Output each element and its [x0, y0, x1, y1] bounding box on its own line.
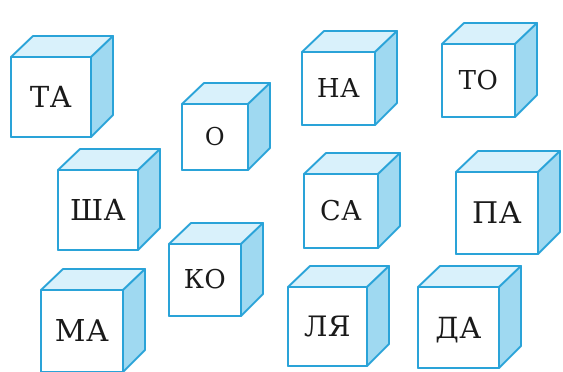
syllable-cube-pa: ПА — [455, 150, 561, 255]
cube-label-ko: КО — [183, 265, 227, 295]
cube-label-ta: ТА — [29, 80, 73, 114]
cube-label-sha: ША — [69, 193, 127, 227]
cube-front-face — [10, 56, 92, 138]
cube-icon — [303, 152, 401, 249]
cube-front-face — [168, 243, 242, 317]
cube-label-da: ДА — [435, 310, 482, 345]
syllable-cube-ko: КО — [168, 222, 264, 317]
cube-front-face — [455, 171, 539, 255]
cube-label-na: НА — [316, 73, 361, 104]
cube-icon — [455, 150, 561, 255]
cube-icon — [40, 268, 146, 372]
cube-icon — [181, 82, 271, 171]
cube-label-pa: ПА — [472, 195, 522, 231]
cube-icon — [10, 35, 114, 138]
syllable-cube-sa: СА — [303, 152, 401, 249]
cube-icon — [287, 265, 390, 367]
cube-label-sa: СА — [319, 195, 363, 227]
syllable-cube-ta: ТА — [10, 35, 114, 138]
cube-front-face — [301, 51, 376, 126]
cube-front-face — [303, 173, 379, 249]
cube-front-face — [441, 43, 516, 118]
syllable-cube-ma: МА — [40, 268, 146, 372]
syllable-cube-lya: ЛЯ — [287, 265, 390, 367]
syllable-cube-da: ДА — [417, 265, 522, 369]
cube-label-ma: МА — [54, 313, 110, 349]
cube-label-to: ТО — [458, 65, 499, 96]
syllable-cube-na: НА — [301, 30, 398, 126]
cube-icon — [57, 148, 161, 251]
syllable-cube-o: О — [181, 82, 271, 171]
syllable-cube-to: ТО — [441, 22, 538, 118]
cube-front-face — [181, 103, 249, 171]
cube-label-o: О — [204, 123, 226, 151]
cube-front-face — [40, 289, 124, 372]
cube-icon — [301, 30, 398, 126]
cube-front-face — [57, 169, 139, 251]
syllable-cube-sha: ША — [57, 148, 161, 251]
cube-icon — [441, 22, 538, 118]
cube-icon — [417, 265, 522, 369]
syllable-cubes-picture: ТА О НА ТО ША СА ПА КО МА ЛЯ ДА — [10, 22, 561, 372]
cube-icon — [168, 222, 264, 317]
cube-label-lya: ЛЯ — [304, 310, 351, 343]
